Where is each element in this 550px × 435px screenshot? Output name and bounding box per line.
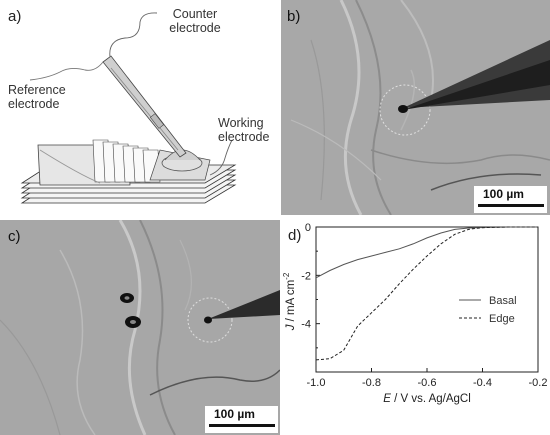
x-tick-label: -0.4 bbox=[473, 377, 492, 389]
counter-electrode-wire bbox=[109, 12, 158, 58]
counter-label-line2: electrode bbox=[169, 21, 221, 35]
scale-bar-c-line bbox=[209, 424, 275, 427]
reference-label-line1: Reference bbox=[8, 83, 66, 97]
panel-c-label: c) bbox=[8, 228, 21, 245]
series-line-edge bbox=[315, 226, 538, 361]
pipette bbox=[102, 55, 187, 158]
working-electrode-wire bbox=[209, 139, 233, 176]
panel-d-label: d) bbox=[288, 227, 302, 244]
y-tick-label: -2 bbox=[301, 270, 311, 282]
layer-stack bbox=[20, 139, 237, 204]
y-axis-label: J / mA cm-2 bbox=[282, 272, 297, 331]
reference-electrode-label: Reference electrode bbox=[8, 83, 66, 111]
panel-a-schematic: a) bbox=[0, 0, 280, 215]
polarization-chart: -1.0 -0.8 -0.6 -0.4 -0.2 0 -2 -4 E / V vs. Ag/Ag… bbox=[282, 222, 548, 405]
scale-bar-b-line bbox=[478, 204, 544, 207]
panel-d-chart: d) -1.0 -0.8 -0.6 -0.4 -0.2 0 -2 -4 E / V vs. Ag… bbox=[281, 220, 550, 435]
legend-label-basal: Basal bbox=[489, 295, 517, 307]
y-tick-label: 0 bbox=[305, 222, 311, 234]
scale-bar-c-label: 100 µm bbox=[214, 407, 255, 421]
reference-electrode-wire bbox=[29, 61, 104, 81]
series-line-basal bbox=[315, 226, 538, 279]
micrograph-b-image bbox=[281, 0, 550, 215]
working-label-line1: Working bbox=[218, 116, 264, 130]
x-tick-label: -0.6 bbox=[418, 377, 437, 389]
x-tick-label: -1.0 bbox=[307, 377, 326, 389]
working-label-line2: electrode bbox=[218, 130, 270, 144]
scale-bar-b-label: 100 µm bbox=[483, 187, 524, 201]
scale-bar-b: 100 µm bbox=[474, 186, 547, 213]
panel-b-label: b) bbox=[287, 8, 301, 25]
panel-a-label: a) bbox=[8, 8, 22, 25]
working-electrode-label: Working electrode bbox=[218, 116, 269, 144]
x-axis-label: E / V vs. Ag/AgCl bbox=[383, 393, 471, 405]
panel-b-micrograph: b) 100 µm bbox=[281, 0, 550, 215]
counter-label-line1: Counter bbox=[172, 7, 218, 21]
panel-c-micrograph: c) 100 µm bbox=[0, 220, 280, 435]
scale-bar-c: 100 µm bbox=[205, 406, 278, 433]
counter-electrode-label: Counter electrode bbox=[160, 7, 230, 35]
y-tick-label: -4 bbox=[301, 319, 311, 331]
x-tick-label: -0.8 bbox=[362, 377, 381, 389]
reference-label-line2: electrode bbox=[8, 97, 60, 111]
electrochemical-cell-diagram bbox=[20, 12, 237, 204]
legend-label-edge: Edge bbox=[489, 313, 515, 325]
micrograph-c-image bbox=[0, 220, 280, 435]
x-tick-label: -0.2 bbox=[529, 377, 548, 389]
